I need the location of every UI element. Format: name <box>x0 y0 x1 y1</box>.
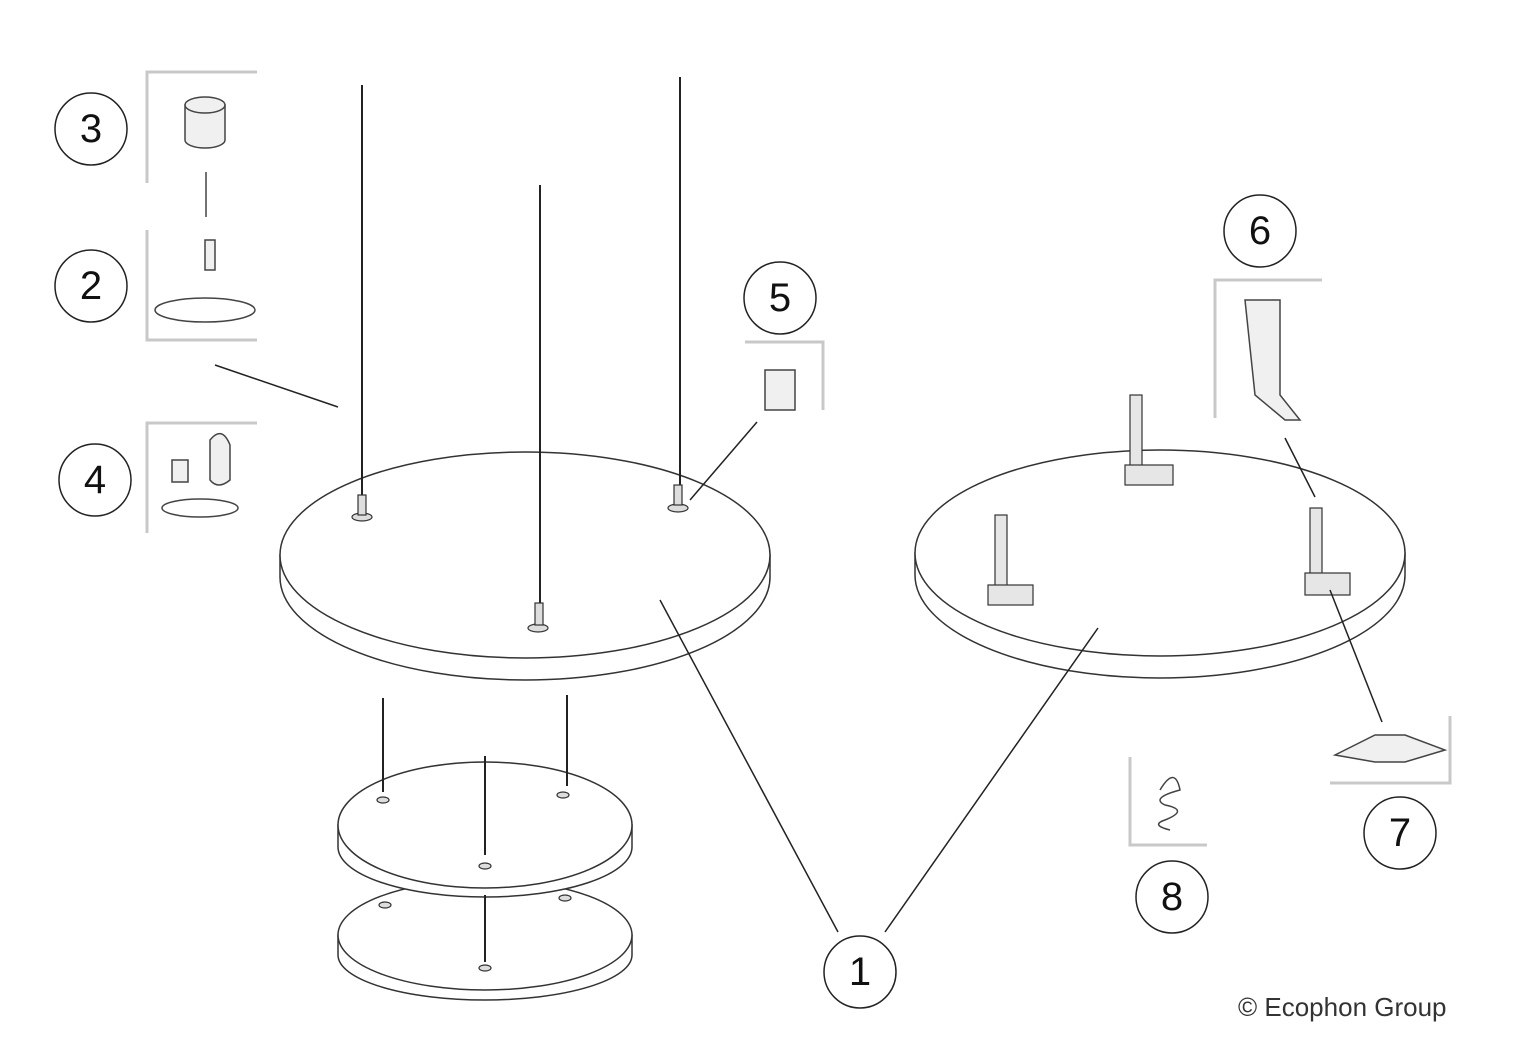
part-icons <box>154 96 1448 831</box>
callout-6-label: 6 <box>1249 209 1271 253</box>
bracket-8 <box>1128 757 1207 847</box>
large-disc-bracket-mounted <box>914 449 1406 679</box>
flat-plate-icon <box>1332 734 1448 763</box>
callout-5-label: 5 <box>769 276 791 320</box>
callout-7 <box>1363 796 1437 870</box>
spiral-anchor-icon <box>764 369 796 411</box>
mounting-brackets <box>987 394 1351 606</box>
callout-5 <box>743 261 817 335</box>
ceiling-fixing-icon <box>184 104 226 149</box>
bracket-6-icon <box>1244 299 1302 421</box>
bracket-6 <box>1213 278 1322 418</box>
bracket-4 <box>145 421 257 533</box>
leader-lines <box>214 364 1383 933</box>
callout-4-label: 4 <box>84 458 106 502</box>
hook-icon <box>209 432 231 486</box>
callout-8 <box>1135 860 1209 934</box>
callout-4 <box>58 443 132 517</box>
spiral-hook-icon <box>1157 776 1181 831</box>
callout-2-label: 2 <box>80 264 102 308</box>
hook-sleeve-icon <box>171 459 189 483</box>
callout-1-label: 1 <box>849 950 871 994</box>
ceiling-fixing-top <box>184 96 226 114</box>
callout-7-label: 7 <box>1389 811 1411 855</box>
wire-coil-icon <box>154 297 256 323</box>
callout-3 <box>54 92 128 166</box>
part-brackets <box>145 70 1452 847</box>
bracket-7 <box>1330 716 1452 785</box>
large-disc-wire-suspended <box>279 451 771 681</box>
wire-hook-icon <box>204 239 216 271</box>
copyright-notice: © Ecophon Group <box>1238 992 1447 1022</box>
callout-8-label: 8 <box>1161 875 1183 919</box>
bracket-2 <box>145 230 257 342</box>
bracket-3 <box>145 70 257 183</box>
suspension-wires <box>361 77 681 962</box>
bracket-5 <box>745 340 825 410</box>
callout-1 <box>823 935 897 1009</box>
callout-3-label: 3 <box>80 107 102 151</box>
callout-2 <box>54 249 128 323</box>
wire-fixings <box>351 484 689 972</box>
wire-coil-4-icon <box>161 498 239 518</box>
callout-6 <box>1223 194 1297 268</box>
